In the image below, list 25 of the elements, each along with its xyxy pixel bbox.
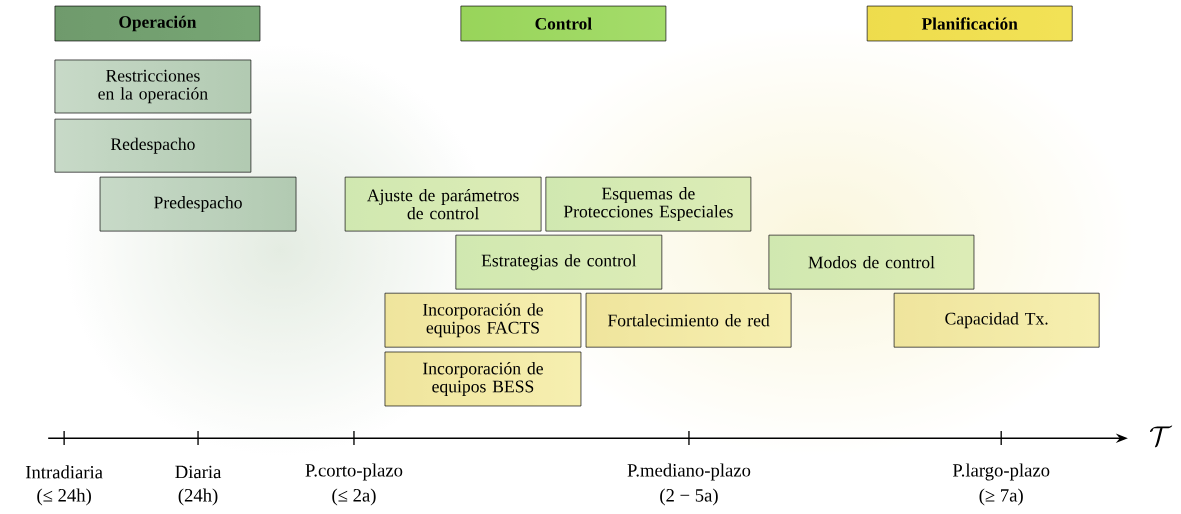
tick-label: P.largo-plazo [952, 463, 1050, 481]
topic-box: Restricciones en la operación [54, 59, 252, 114]
topic-box: Estrategias de control [455, 234, 663, 290]
topic-box: Redespacho [54, 118, 252, 173]
topic-box: Incorporación de equipos BESS [384, 351, 582, 407]
tick-label: P.corto-plazo [305, 463, 403, 481]
tick-label: Intradiaria [25, 465, 103, 479]
topic-box: Incorporación de equipos FACTS [384, 292, 582, 348]
tick-label: (≤ 24h) [37, 488, 91, 506]
tick-label: (≥ 7a) [979, 488, 1023, 506]
topic-box: Predespacho [99, 176, 297, 232]
tick-label: (2 − 5a) [660, 488, 718, 506]
tick-label: P.mediano-plazo [627, 463, 751, 481]
topic-box: Ajuste de parámetros de control [344, 176, 542, 232]
tick-label: Diaria [175, 465, 222, 479]
axis-symbol: $\mathcal{T}$ [1150, 425, 1173, 448]
topic-box: Capacidad Tx. [893, 292, 1100, 348]
category-header: Control [460, 5, 667, 42]
category-header: Planificación [866, 5, 1073, 42]
tick-label: (24h) [178, 488, 218, 506]
tick-label: (≤ 2a) [332, 488, 376, 506]
topic-box: Modos de control [768, 234, 975, 290]
topic-box: Esquemas de Protecciones Especiales [545, 176, 752, 232]
topic-box: Fortalecimiento de red [585, 292, 792, 348]
category-header: Operación [54, 5, 261, 42]
